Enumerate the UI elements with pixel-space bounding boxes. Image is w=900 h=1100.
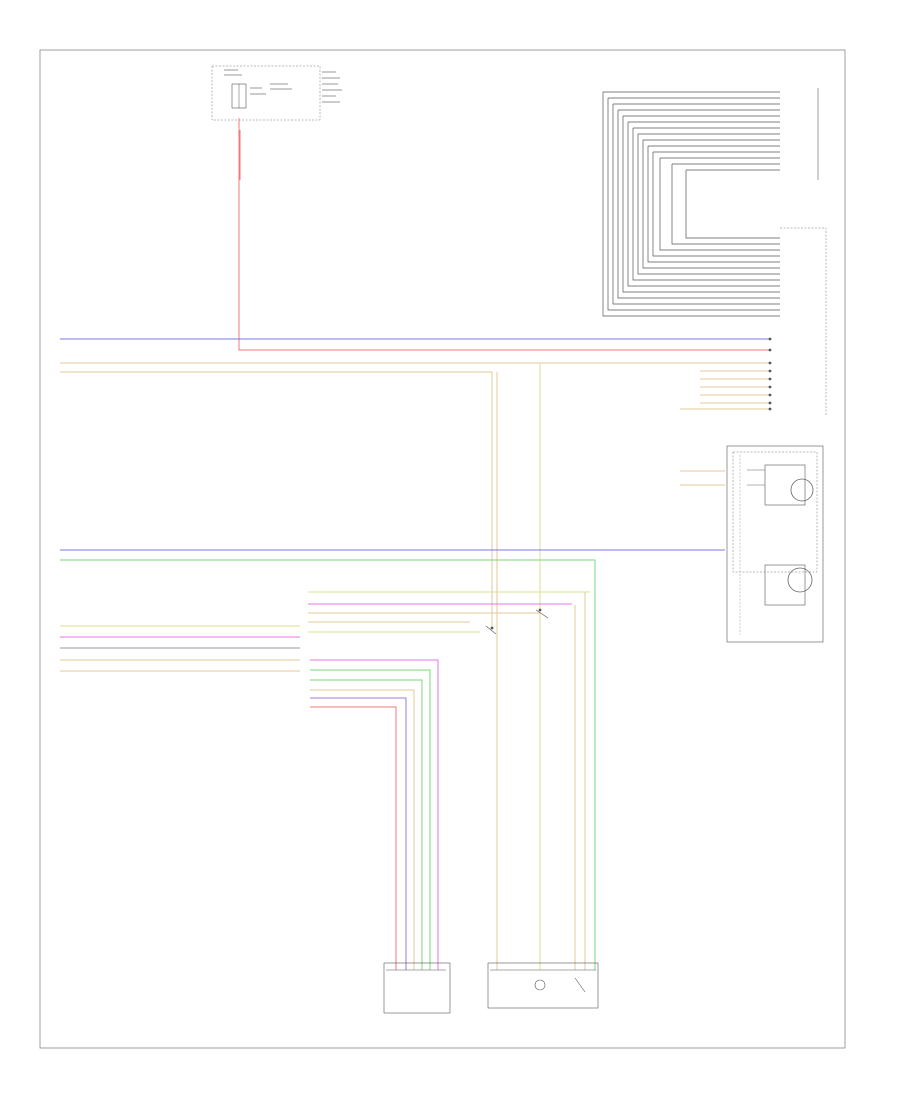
control-module-enclosure (780, 227, 827, 415)
wire-down-purple (310, 697, 407, 970)
wire-down-magenta (310, 659, 439, 970)
terminal-dots (490, 337, 772, 630)
connector-left-bottom (383, 962, 451, 1014)
middle-switch (485, 609, 549, 635)
wire-red-main (238, 118, 770, 351)
diagram-border (39, 49, 846, 1049)
wire-down-tan (310, 689, 415, 970)
wire-down-green-1 (310, 669, 431, 970)
fuse-box-top (211, 65, 342, 121)
control-switch-wiring (602, 88, 819, 317)
wire-green-bus (60, 559, 596, 970)
wire-group (60, 118, 770, 970)
wire-down-green-2 (310, 679, 423, 970)
transmission-module (726, 445, 824, 643)
connector-right-bottom (487, 962, 599, 1009)
wire-down-red (310, 706, 397, 970)
wire-tan-upper-2 (60, 371, 493, 628)
